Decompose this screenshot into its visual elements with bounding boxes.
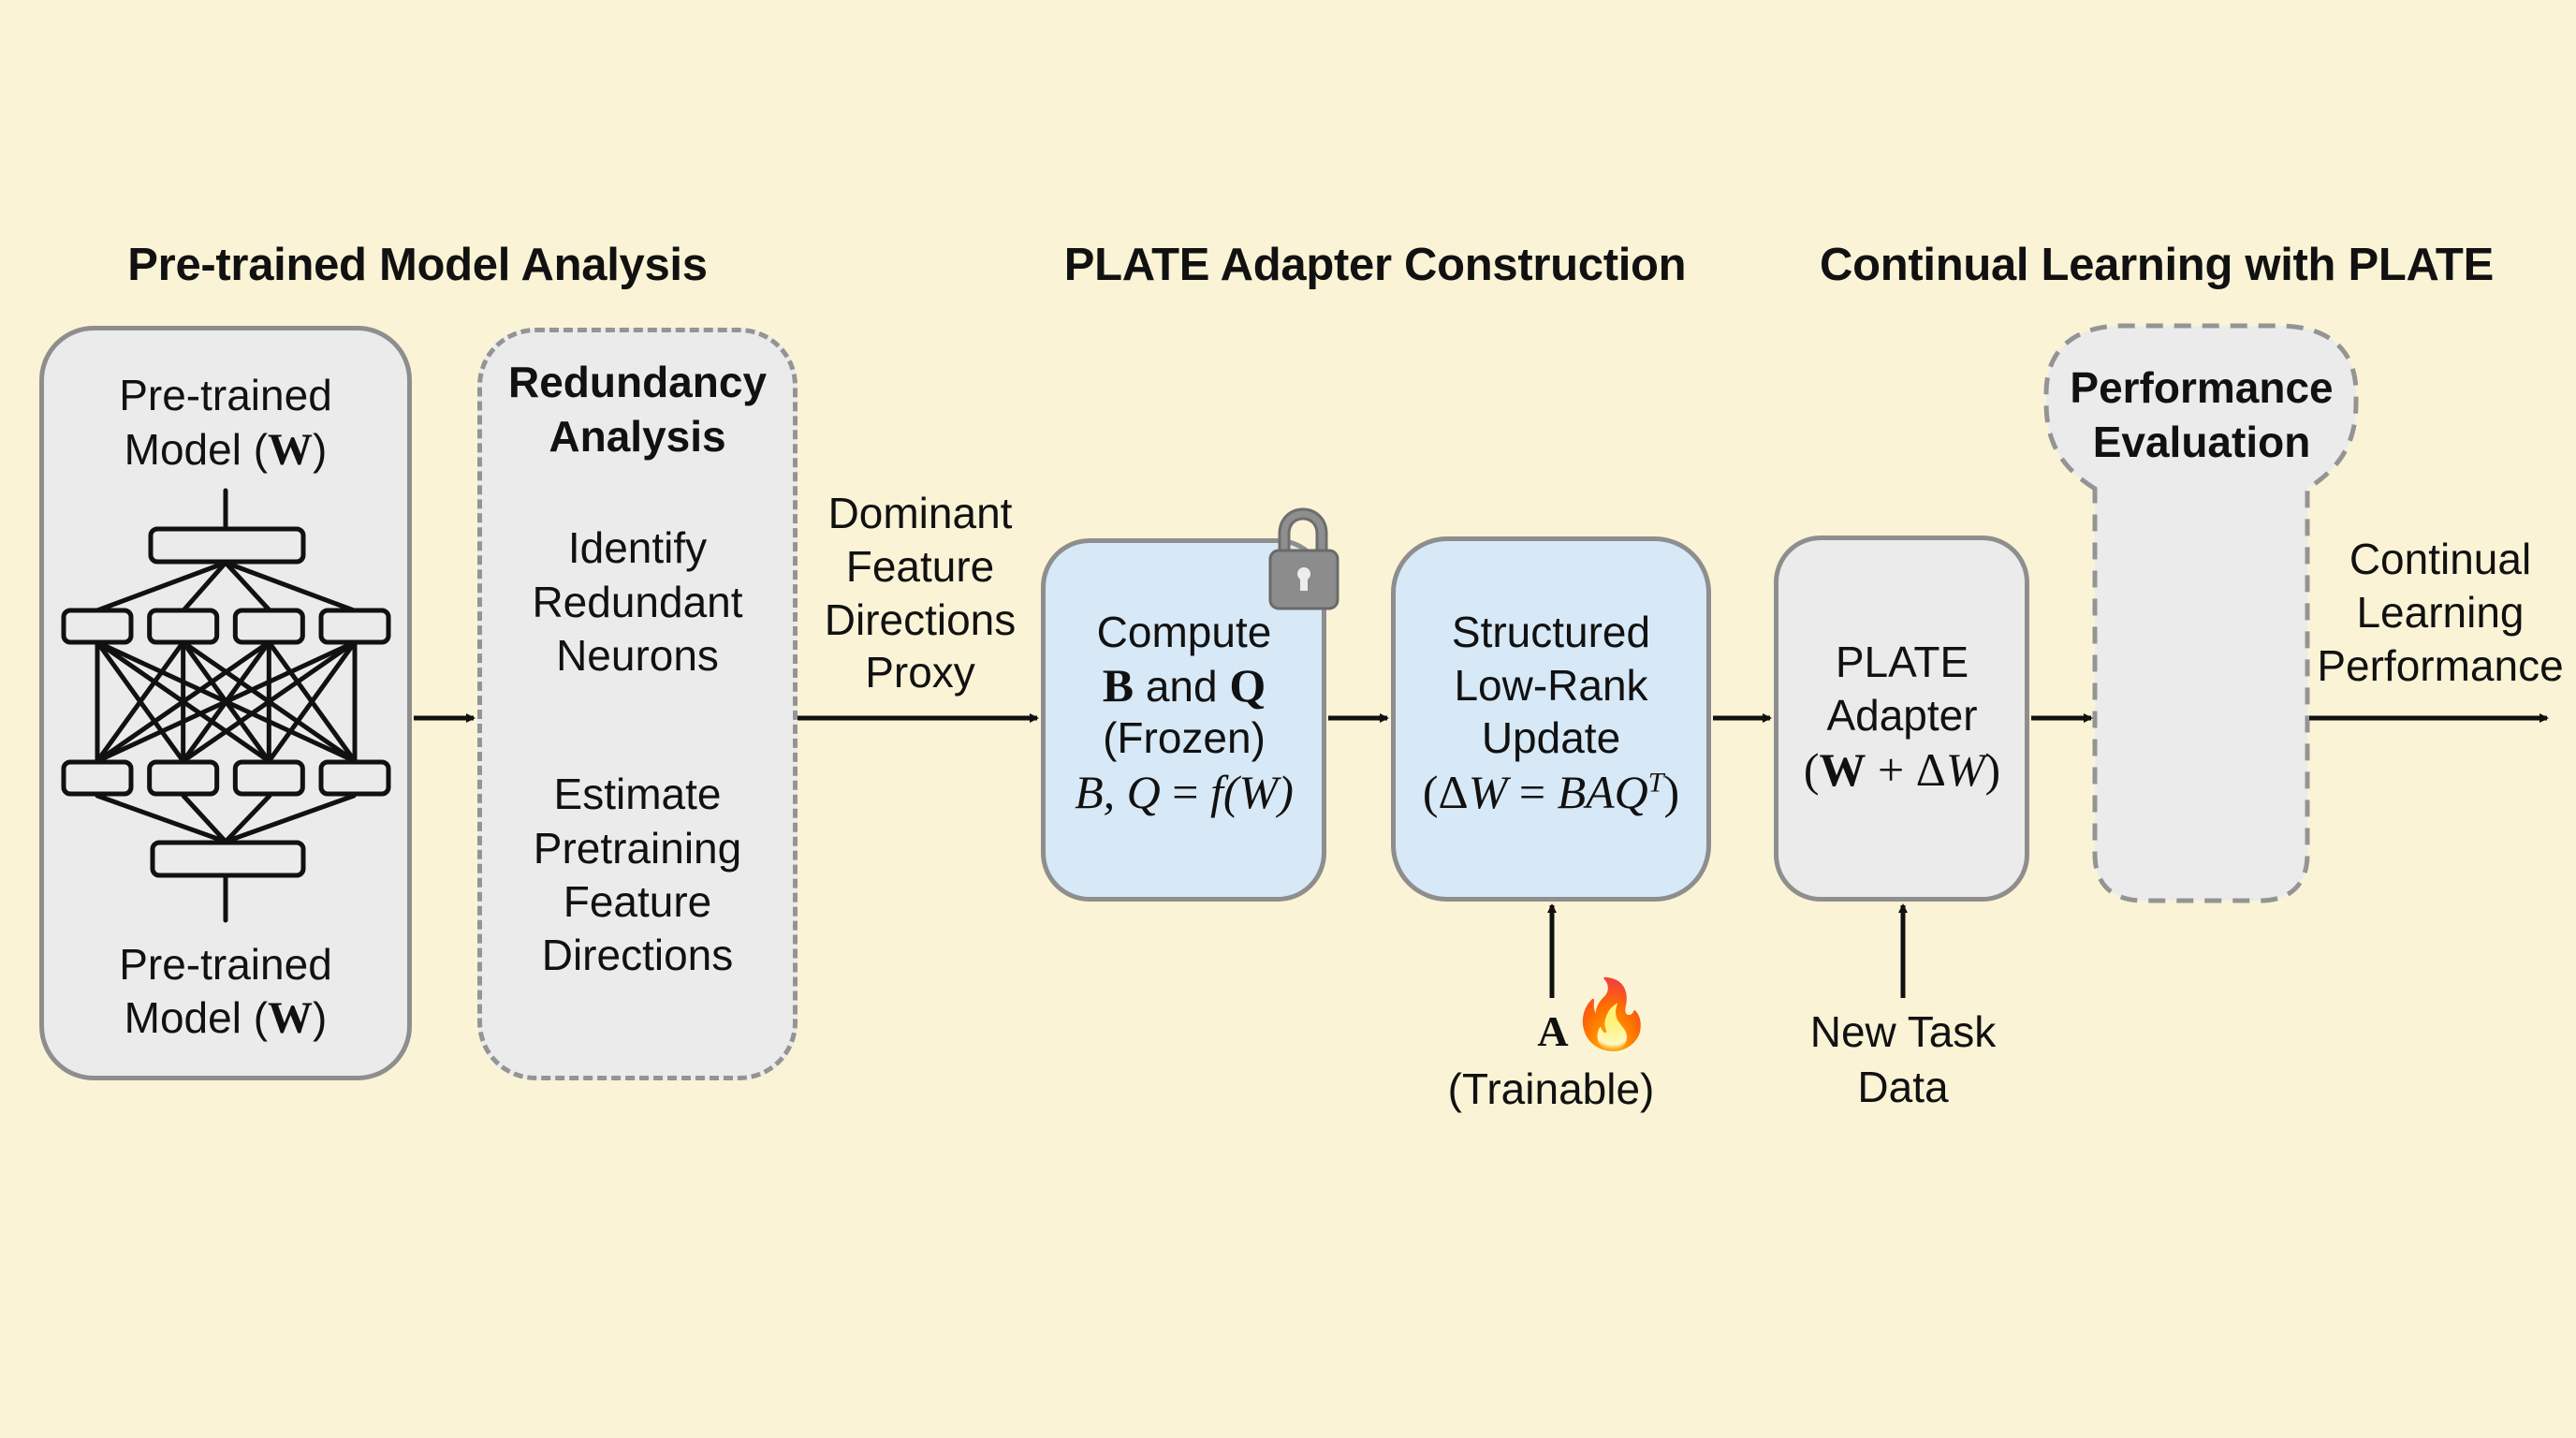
update-line1: Structured — [1451, 608, 1651, 656]
output-label-line: Performance — [2317, 641, 2564, 690]
label-text: Model ( — [124, 993, 269, 1042]
network-node — [147, 608, 220, 645]
compute-formula: B, Q = f(W) — [1075, 769, 1294, 815]
new-task-line2: Data — [1857, 1063, 1949, 1111]
network-connection — [95, 639, 271, 764]
network-node — [61, 608, 134, 645]
weight-symbol: W — [268, 993, 314, 1043]
label-text: ) — [313, 425, 328, 474]
plate-adapter-box — [1774, 536, 2029, 902]
identify-step-line: Redundant — [532, 578, 743, 626]
formula-arg: (W) — [1222, 766, 1294, 818]
estimate-step-line: Directions — [541, 931, 734, 979]
formula-delta: Δ — [1438, 766, 1469, 818]
network-connection — [95, 639, 186, 764]
network-node — [318, 608, 391, 645]
compute-line1: Compute — [1096, 608, 1272, 656]
estimate-step-line: Pretraining — [533, 824, 742, 873]
formula-rhs: BAQ — [1557, 766, 1648, 818]
neural-network-icon — [61, 488, 391, 923]
redundancy-title-line1: Redundancy — [507, 358, 768, 406]
redundancy-analysis-box — [477, 328, 798, 1080]
trainable-label: (Trainable) — [1447, 1064, 1655, 1113]
formula-plus: + — [1866, 743, 1916, 796]
section-title-analysis: Pre-trained Model Analysis — [127, 240, 708, 290]
compute-line2: B and Q — [1103, 662, 1266, 709]
network-node — [232, 608, 305, 645]
fire-icon: 🔥 — [1570, 977, 1654, 1052]
section-title-continual: Continual Learning with PLATE — [1820, 240, 2494, 290]
proxy-label-line: Directions — [824, 595, 1017, 644]
network-connection — [95, 639, 358, 764]
compute-line3: (Frozen) — [1103, 713, 1266, 762]
formula-transpose: T — [1647, 767, 1664, 799]
network-node — [318, 759, 391, 797]
network-node — [61, 759, 134, 797]
formula-eq: = — [1160, 766, 1210, 818]
output-label-line: Continual — [2349, 535, 2532, 583]
label-text: ) — [313, 993, 328, 1042]
network-connection — [181, 639, 358, 764]
formula-function: f — [1210, 766, 1223, 818]
network-node — [147, 759, 220, 797]
pretrained-top-label-line1: Pre-trained — [119, 371, 332, 419]
weight-symbol: W — [268, 425, 314, 475]
update-line2: Low-Rank — [1454, 661, 1648, 710]
estimate-step-line: Estimate — [553, 770, 722, 818]
performance-evaluation-shape — [2043, 323, 2359, 903]
new-task-line1: New Task — [1809, 1007, 1997, 1056]
estimate-step-line: Feature — [563, 877, 712, 926]
formula-paren: ( — [1422, 766, 1439, 818]
matrix-q-symbol: Q — [1229, 659, 1266, 712]
evaluation-title-line1: Performance — [2070, 363, 2334, 412]
section-title-construction: PLATE Adapter Construction — [1063, 240, 1687, 290]
pretrained-bottom-label-line2: Model (W) — [124, 996, 328, 1041]
formula-paren: ) — [1663, 766, 1680, 818]
update-line3: Update — [1481, 713, 1621, 762]
pretrained-model-box — [39, 326, 412, 1080]
identify-step-line: Identify — [567, 523, 708, 572]
formula-paren: ( — [1803, 743, 1820, 796]
update-formula: (ΔW = BAQT) — [1423, 769, 1679, 815]
lock-icon — [1268, 507, 1339, 610]
redundancy-title-line2: Analysis — [549, 412, 726, 461]
proxy-label-line: Proxy — [865, 648, 975, 697]
formula-w: W — [1468, 766, 1508, 818]
evaluation-title-line2: Evaluation — [2092, 418, 2311, 466]
label-text: Model ( — [124, 425, 269, 474]
output-label-line: Learning — [2356, 588, 2525, 637]
trainable-symbol: A — [1537, 1007, 1569, 1055]
label-text: and — [1134, 662, 1230, 711]
proxy-label-line: Dominant — [827, 489, 1013, 537]
formula-paren: ) — [1984, 743, 2001, 796]
formula-w: W — [1945, 743, 1985, 796]
proxy-label-line: Feature — [845, 542, 995, 591]
formula-delta: Δ — [1915, 743, 1946, 796]
identify-step-line: Neurons — [556, 631, 719, 680]
low-rank-update-box — [1391, 536, 1711, 902]
pretrained-bottom-label-line1: Pre-trained — [119, 940, 332, 989]
pretrained-top-label-line2: Model (W) — [124, 428, 328, 473]
formula-w-bold: W — [1819, 743, 1866, 796]
adapter-line2: Adapter — [1826, 691, 1978, 740]
network-node — [232, 759, 305, 797]
matrix-b-symbol: B — [1102, 659, 1134, 712]
formula-eq: = — [1507, 766, 1558, 818]
adapter-line1: PLATE — [1835, 638, 1969, 686]
network-connection — [266, 639, 358, 764]
formula-lhs: B, Q — [1075, 766, 1161, 818]
adapter-formula: (W + ΔW) — [1804, 746, 2000, 793]
